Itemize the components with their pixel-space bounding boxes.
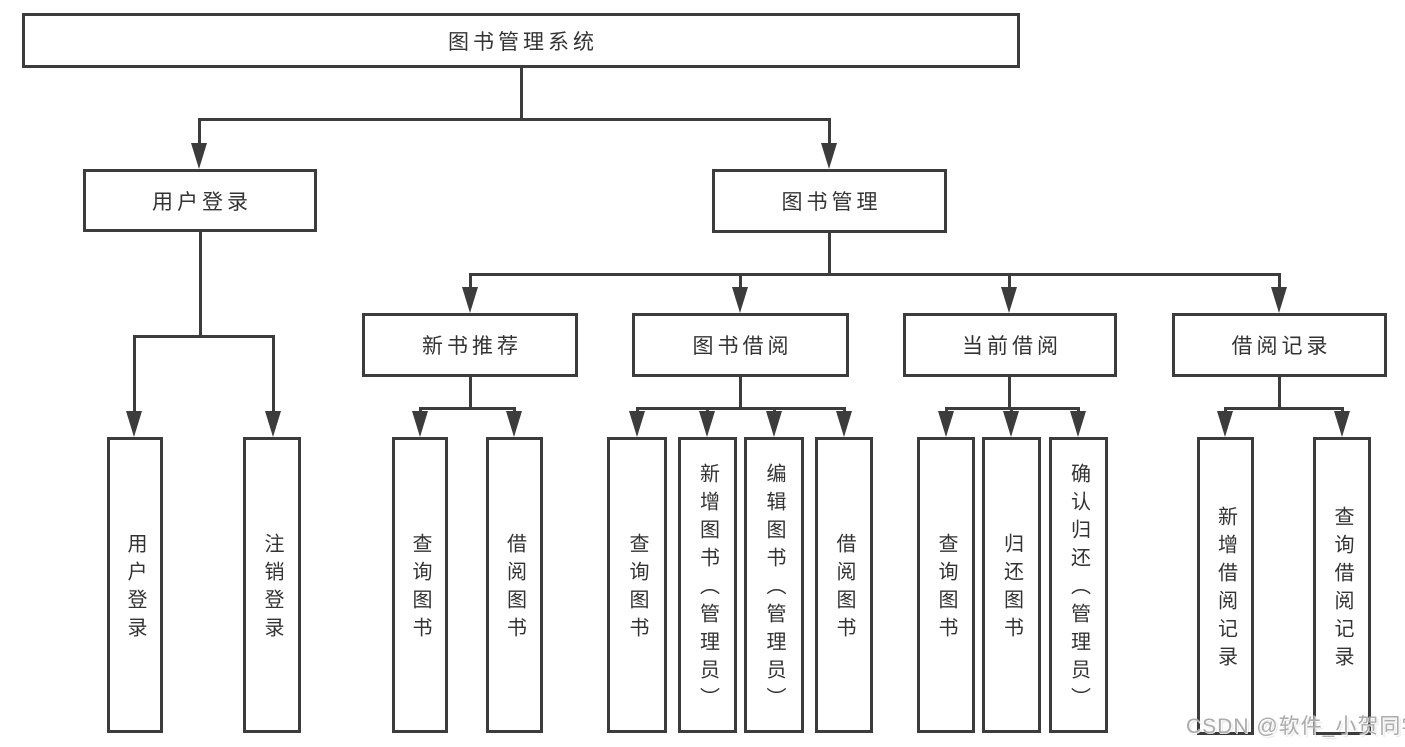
arrow-down-icon (629, 411, 645, 437)
connector-line (198, 118, 831, 121)
arrow-down-icon (506, 411, 522, 437)
connector-line (1008, 273, 1011, 290)
node-label: 编辑图书（管理员） (763, 463, 785, 715)
connector-line (520, 68, 523, 118)
node-label: 借阅记录 (1231, 335, 1332, 358)
connector-line (1278, 273, 1281, 290)
connector-line (1278, 377, 1281, 407)
connector-line (739, 377, 742, 407)
node-label: 查询图书 (935, 533, 957, 645)
connector-line (1341, 407, 1344, 414)
leaf-logout: 注销登录 (243, 437, 301, 733)
node-label: 图书管理系统 (448, 30, 598, 54)
connector-line (272, 335, 275, 414)
connector-line (1224, 407, 1227, 414)
node-label: 查询图书 (409, 533, 431, 645)
connector-line (198, 118, 201, 146)
arrow-down-icon (1070, 411, 1086, 437)
connector-line (133, 335, 275, 338)
arrow-down-icon (732, 287, 748, 313)
node-label: 当前借阅 (962, 335, 1062, 358)
node-borrow-record: 借阅记录 (1172, 313, 1387, 377)
arrow-down-icon (1217, 411, 1233, 437)
node-label: 借阅图书 (833, 533, 855, 645)
connector-line (133, 335, 136, 414)
leaf-borrow-book-recommend: 借阅图书 (486, 437, 543, 733)
arrow-down-icon (836, 411, 852, 437)
node-label: 新增图书（管理员） (696, 463, 719, 715)
connector-line (199, 232, 202, 335)
connector-line (1077, 407, 1080, 414)
arrow-down-icon (462, 287, 478, 313)
node-label: 用户登录 (152, 190, 252, 214)
csdn-watermark: CSDN @软件_小贺同学 (1186, 715, 1405, 738)
connector-line (945, 407, 948, 414)
node-label: 归还图书 (1000, 533, 1023, 645)
leaf-query-book-recommend: 查询图书 (392, 437, 448, 733)
connector-line (636, 407, 639, 414)
arrow-down-icon (1334, 411, 1350, 437)
connector-line (1008, 377, 1011, 407)
leaf-add-borrow-record: 新增借阅记录 (1197, 437, 1254, 735)
connector-line (469, 273, 1281, 276)
node-label: 新增借阅记录 (1214, 506, 1237, 674)
connector-line (1010, 407, 1013, 414)
connector-line (469, 273, 472, 290)
node-new-book-recommend: 新书推荐 (362, 313, 578, 377)
connector-line (1224, 407, 1344, 410)
node-label: 图书借阅 (692, 335, 793, 358)
arrow-down-icon (191, 143, 207, 169)
connector-line (469, 377, 472, 407)
leaf-borrow-book: 借阅图书 (815, 437, 873, 733)
arrow-down-icon (126, 411, 142, 437)
connector-line (739, 273, 742, 290)
leaf-query-book-current: 查询图书 (917, 437, 975, 733)
connector-line (828, 118, 831, 146)
node-label: 新书推荐 (422, 335, 522, 358)
node-label: 图书管理 (781, 191, 882, 214)
arrow-down-icon (412, 411, 428, 437)
node-label: 借阅图书 (503, 533, 526, 645)
arrow-down-icon (1003, 411, 1019, 437)
connector-line (419, 407, 516, 410)
arrow-down-icon (821, 143, 837, 169)
node-label: 查询借阅记录 (1331, 506, 1353, 674)
connector-line (843, 407, 846, 414)
node-label: 用户登录 (124, 533, 146, 645)
leaf-query-borrow-record: 查询借阅记录 (1313, 437, 1371, 735)
node-label: 注销登录 (261, 533, 283, 645)
node-book-borrow: 图书借阅 (632, 313, 849, 377)
leaf-edit-book-admin: 编辑图书（管理员） (744, 437, 804, 733)
leaf-query-book-borrow: 查询图书 (607, 437, 667, 733)
connector-line (636, 407, 846, 410)
connector-line (828, 233, 831, 273)
node-book-management: 图书管理 (712, 169, 947, 233)
node-user-login: 用户登录 (83, 169, 317, 232)
arrow-down-icon (699, 411, 715, 437)
leaf-confirm-return-admin: 确认归还（管理员） (1049, 437, 1108, 733)
node-root-library-system: 图书管理系统 (22, 13, 1020, 68)
arrow-down-icon (1001, 287, 1017, 313)
leaf-user-login: 用户登录 (107, 437, 163, 733)
connector-line (773, 407, 776, 414)
connector-line (706, 407, 709, 414)
node-label: 确认归还（管理员） (1067, 463, 1090, 715)
node-label: 查询图书 (626, 533, 648, 645)
arrow-down-icon (265, 411, 281, 437)
leaf-add-book-admin: 新增图书（管理员） (678, 437, 737, 733)
node-current-borrow: 当前借阅 (903, 313, 1117, 377)
leaf-return-book: 归还图书 (982, 437, 1041, 733)
arrow-down-icon (766, 411, 782, 437)
arrow-down-icon (1271, 287, 1287, 313)
connector-line (513, 407, 516, 414)
connector-line (419, 407, 422, 414)
arrow-down-icon (938, 411, 954, 437)
